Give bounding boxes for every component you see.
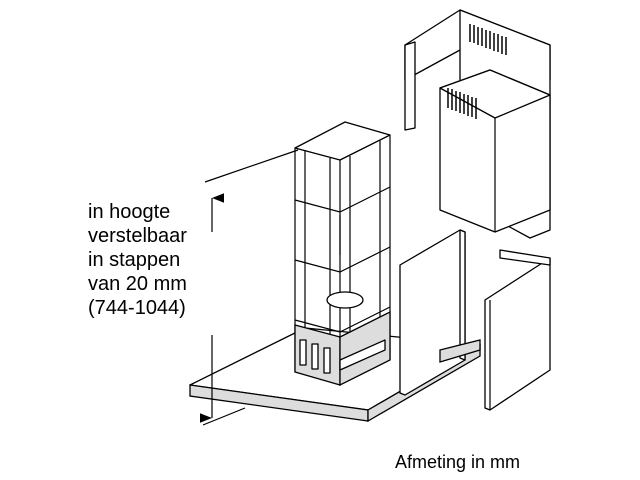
height-adjustment-annotation: in hoogte verstelbaar in stappen van 20 … <box>88 200 187 320</box>
annotation-line: (744-1044) <box>88 297 186 319</box>
annotation-line: van 20 mm <box>88 273 187 295</box>
height-dimension <box>200 149 299 426</box>
units-caption: Afmeting in mm <box>395 452 521 472</box>
annotation-line: in hoogte <box>88 201 171 223</box>
support-frame <box>294 121 391 387</box>
lower-chimney <box>399 229 551 411</box>
annotation-line: in stappen <box>88 249 181 271</box>
upper-chimney <box>404 9 551 239</box>
annotation-line: verstelbaar <box>88 225 187 247</box>
